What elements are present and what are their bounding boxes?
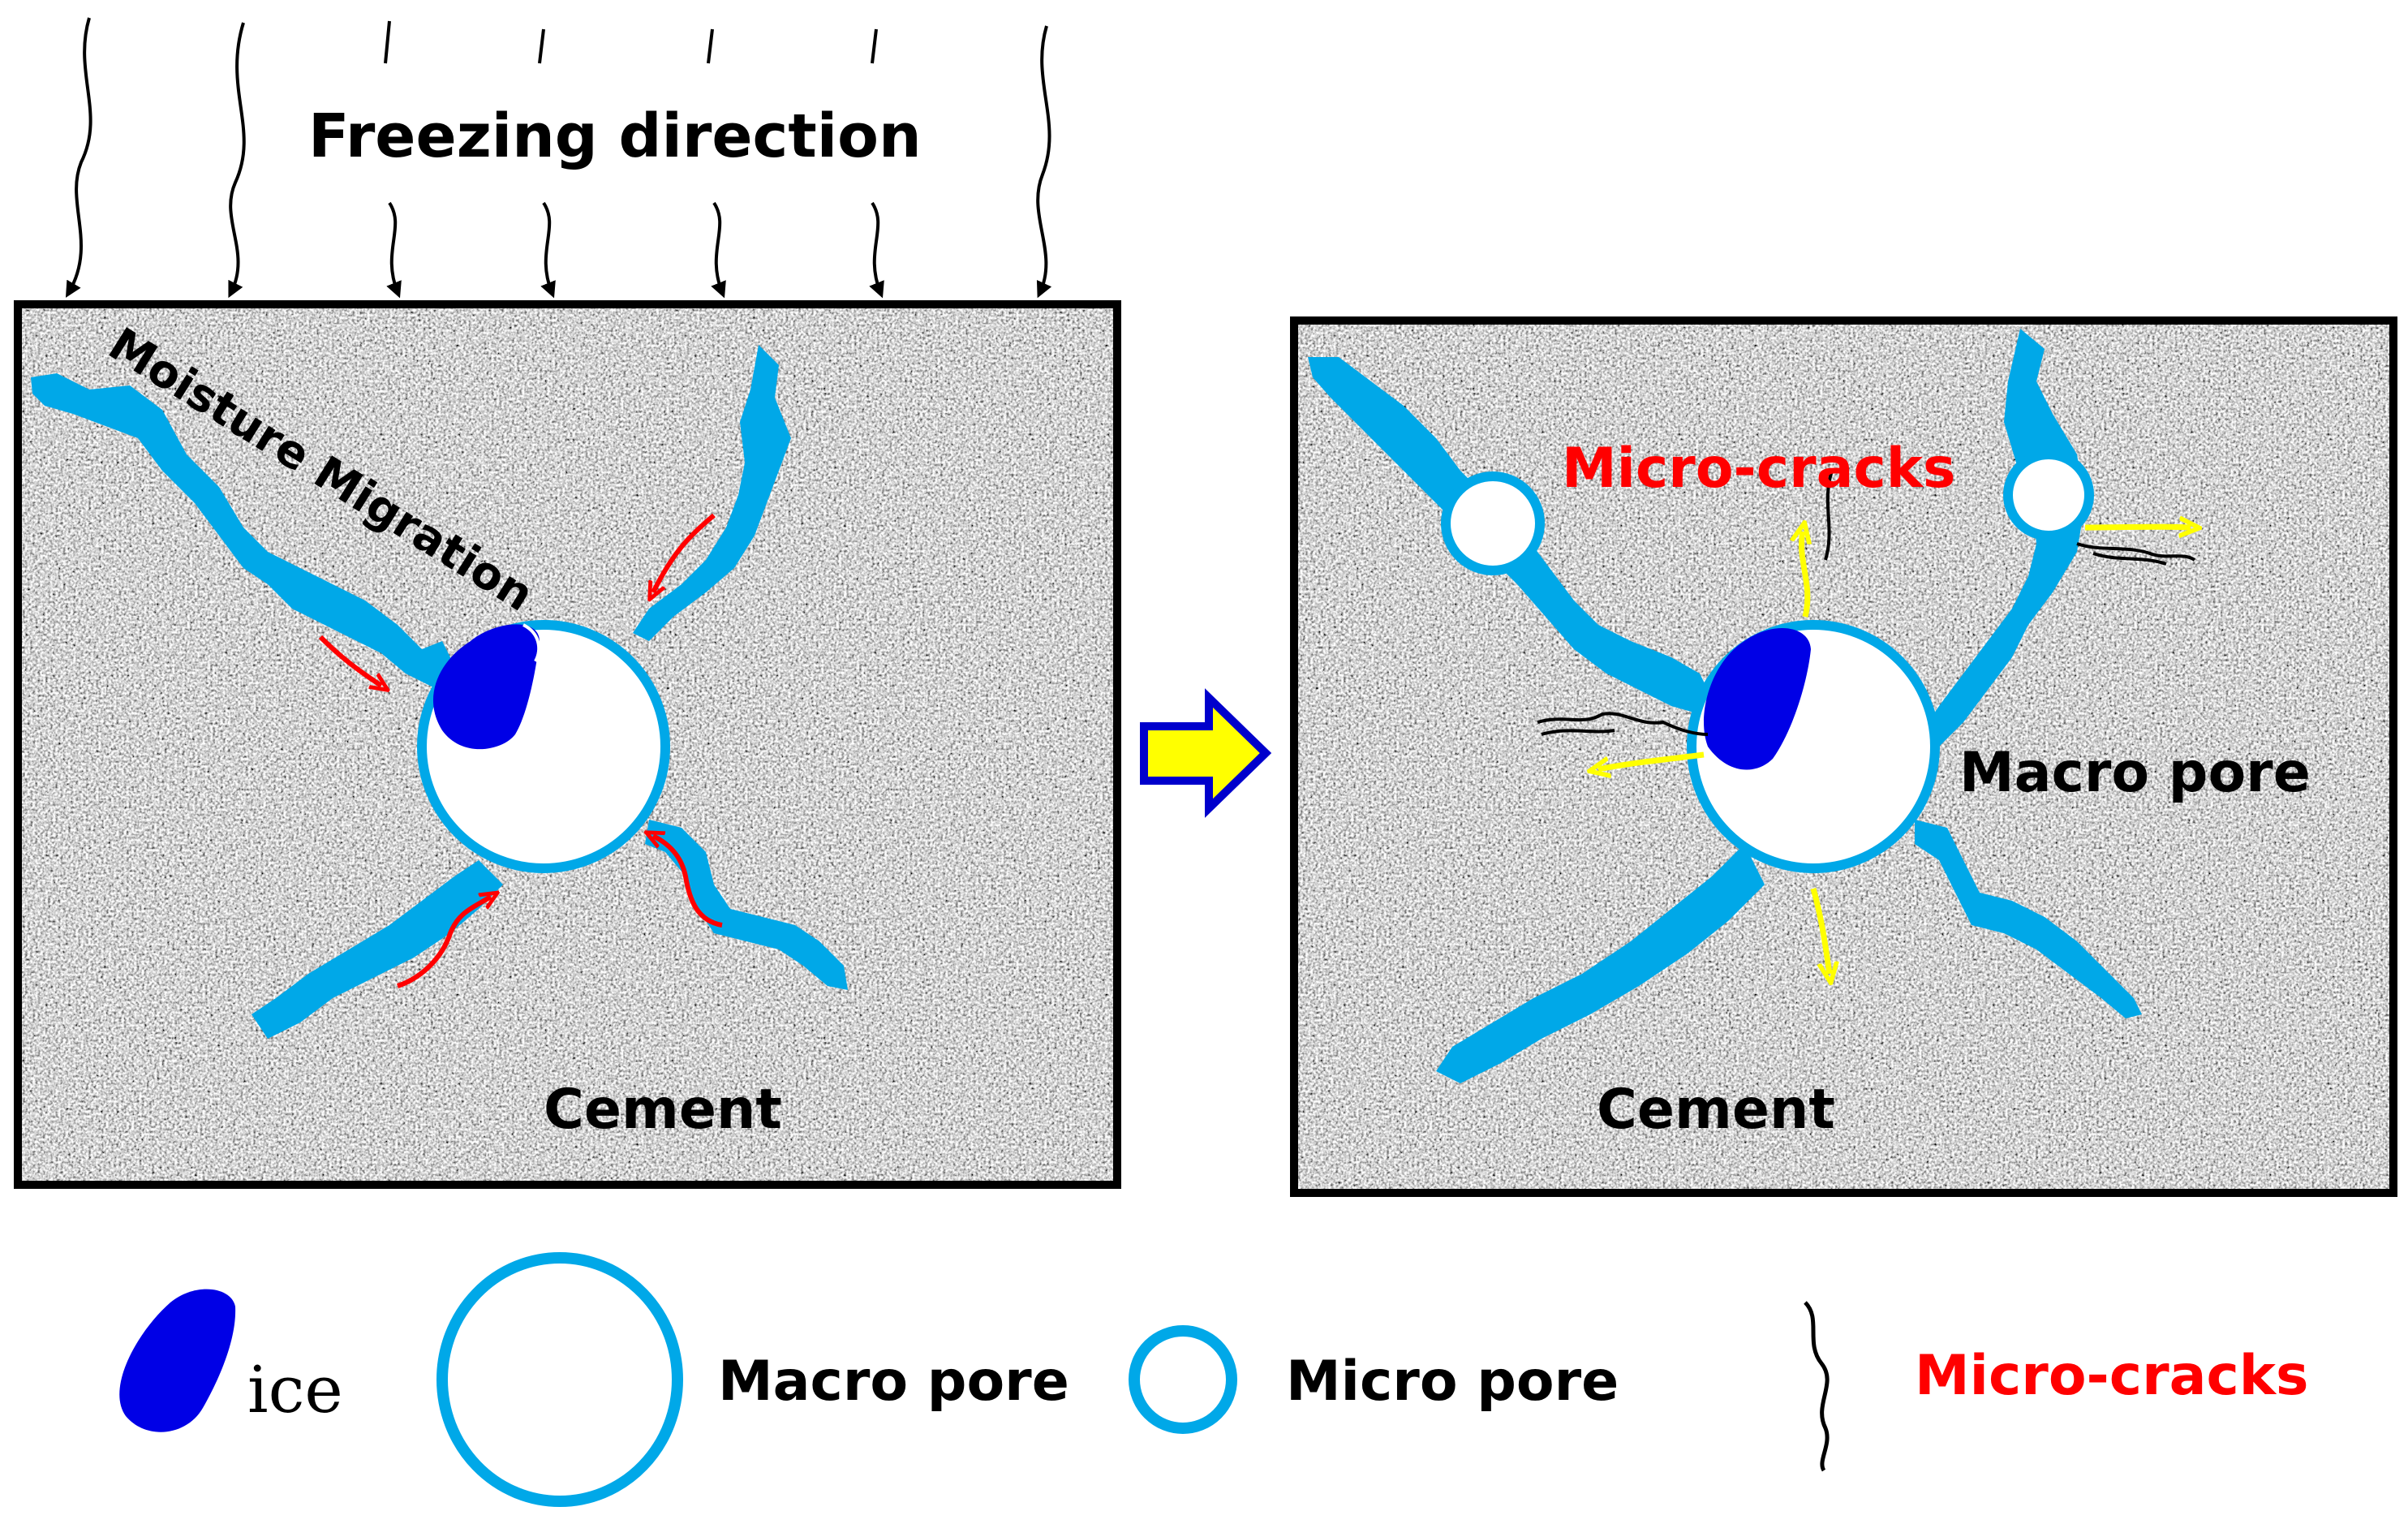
legend-ice-icon bbox=[119, 1289, 236, 1432]
right-macro-pore-label: Macro pore bbox=[1959, 741, 2311, 805]
heat-arrow bbox=[653, 513, 716, 592]
legend-ice-label: ice bbox=[247, 1352, 343, 1427]
right-micro-pore-right bbox=[2003, 450, 2094, 540]
legend-micro-pore-icon bbox=[1129, 1325, 1237, 1434]
right-micro-pore-left bbox=[1441, 471, 1545, 575]
pressure-arrow bbox=[1598, 751, 1705, 769]
heat-arrow bbox=[318, 635, 381, 686]
crack-line bbox=[1537, 712, 1709, 736]
freeze-arrow-ticks bbox=[384, 20, 878, 64]
freezing-direction-arrows bbox=[65, 17, 1052, 299]
right-micro-cracks bbox=[1537, 470, 2196, 736]
left-heat-arrows bbox=[318, 513, 723, 988]
left-ice-body bbox=[432, 624, 540, 750]
freeze-arrow bbox=[711, 201, 726, 299]
legend-micro-pore-label: Micro pore bbox=[1286, 1350, 1619, 1414]
left-panel-border bbox=[14, 300, 1121, 1189]
left-micro-channels bbox=[31, 345, 848, 1039]
crack-line bbox=[1824, 470, 1834, 561]
left-cement-label: Cement bbox=[544, 1078, 782, 1142]
legend-macro-pore-icon bbox=[436, 1252, 683, 1507]
right-panel-border bbox=[1290, 316, 2397, 1197]
right-panel: Micro-cracks Macro pore Cement bbox=[1290, 316, 2397, 1197]
freeze-arrow bbox=[65, 17, 92, 298]
transition-arrow bbox=[1140, 688, 1272, 818]
left-ice-highlight bbox=[522, 623, 541, 662]
right-pressure-arrows bbox=[1598, 527, 2191, 974]
pressure-arrow bbox=[1801, 532, 1807, 618]
freeze-arrow bbox=[386, 201, 402, 299]
freeze-arrow bbox=[1036, 25, 1052, 299]
crack-line bbox=[2092, 552, 2167, 566]
legend-micro-crack-icon bbox=[1804, 1301, 1830, 1472]
freezing-direction-label: Freezing direction bbox=[308, 101, 922, 171]
legend: ice Macro pore Micro pore Micro-cracks bbox=[119, 1252, 2309, 1507]
heat-arrow bbox=[653, 836, 723, 928]
crack-line bbox=[2076, 542, 2196, 562]
freeze-arrow bbox=[869, 201, 884, 299]
heat-arrow bbox=[397, 897, 491, 988]
legend-macro-pore-label: Macro pore bbox=[718, 1350, 1069, 1414]
pressure-arrow bbox=[1810, 888, 1830, 974]
right-cement-label: Cement bbox=[1597, 1078, 1835, 1142]
right-ice-body bbox=[1704, 627, 1811, 770]
crack-line bbox=[1541, 729, 1615, 736]
freeze-arrow bbox=[540, 201, 556, 299]
legend-micro-cracks-label: Micro-cracks bbox=[1915, 1344, 2309, 1408]
right-micro-cracks-label: Micro-cracks bbox=[1562, 437, 1956, 501]
freeze-arrow bbox=[228, 22, 246, 299]
left-panel: Moisture Migration Cement bbox=[14, 300, 1121, 1189]
